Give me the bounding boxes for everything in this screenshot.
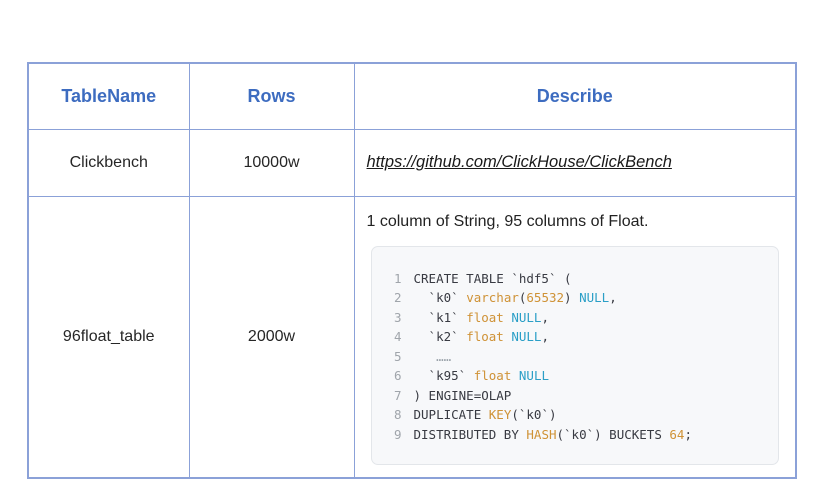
code-line: 6 `k95` float NULL: [386, 366, 765, 386]
cell-96float-rows: 2000w: [188, 195, 355, 479]
table-row-clickbench: Clickbench 10000w https://github.com/Cli…: [27, 128, 797, 197]
clickbench-github-link[interactable]: https://github.com/ClickHouse/ClickBench: [366, 153, 672, 171]
line-number: 6: [393, 368, 402, 383]
col-header-describe: Describe: [353, 62, 797, 130]
table-header-row: TableName Rows Describe: [27, 62, 797, 130]
cell-96float-name: 96float_table: [27, 195, 190, 479]
cell-clickbench-rows: 10000w: [188, 128, 355, 197]
line-number: 7: [393, 387, 402, 403]
cell-96float-describe: 1 column of String, 95 columns of Float.…: [353, 195, 797, 479]
benchmark-table: TableName Rows Describe Clickbench 10000…: [27, 62, 797, 479]
code-line: 4 `k2` float NULL,: [386, 327, 765, 347]
line-number: 1: [393, 270, 402, 286]
code-line: 7) ENGINE=OLAP: [386, 386, 765, 406]
cell-clickbench-describe: https://github.com/ClickHouse/ClickBench: [353, 128, 797, 197]
col-header-tablename: TableName: [27, 62, 190, 130]
col-header-rows: Rows: [188, 62, 355, 130]
describe-intro-text: 1 column of String, 95 columns of Float.: [366, 212, 649, 230]
code-line: 5 ……: [386, 347, 765, 367]
line-number: 9: [393, 426, 402, 442]
table-row-96float: 96float_table 2000w 1 column of String, …: [27, 195, 797, 479]
cell-clickbench-name: Clickbench: [27, 128, 190, 197]
code-line: 2 `k0` varchar(65532) NULL,: [386, 288, 765, 308]
code-line: 3 `k1` float NULL,: [386, 308, 765, 328]
line-number: 4: [393, 329, 402, 344]
line-number: 8: [393, 407, 402, 422]
line-number: 2: [393, 290, 402, 305]
line-number: 3: [393, 309, 402, 325]
line-number: 5: [393, 348, 402, 364]
